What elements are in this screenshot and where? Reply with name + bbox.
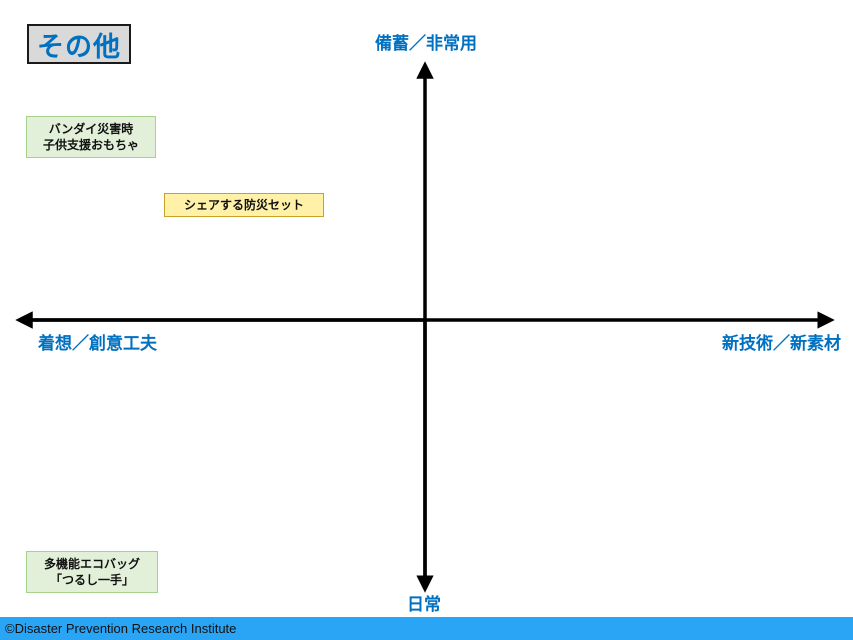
item-ecobag: 多機能エコバッグ 「つるし一手」: [26, 551, 158, 593]
quadrant-axes: [15, 61, 835, 593]
axis-label-right: 新技術／新素材: [722, 334, 841, 354]
page-title: その他: [27, 24, 131, 64]
axis-label-top: 備蓄／非常用: [375, 34, 477, 54]
copyright-footer: ©Disaster Prevention Research Institute: [0, 617, 853, 640]
axis-label-bottom: 日常: [407, 595, 441, 615]
item-ecobag-line2: 「つるし一手」: [49, 573, 134, 587]
item-bandai-line1: バンダイ災害時: [48, 121, 134, 136]
item-ecobag-line1: 多機能エコバッグ: [43, 556, 140, 571]
item-share-kit: シェアする防災セット: [164, 193, 324, 217]
item-bandai-toy: バンダイ災害時 子供支援おもちゃ: [26, 116, 156, 158]
item-share-line1: シェアする防災セット: [183, 197, 304, 212]
item-bandai-line2: 子供支援おもちゃ: [42, 138, 139, 152]
axis-label-left: 着想／創意工夫: [38, 334, 157, 354]
